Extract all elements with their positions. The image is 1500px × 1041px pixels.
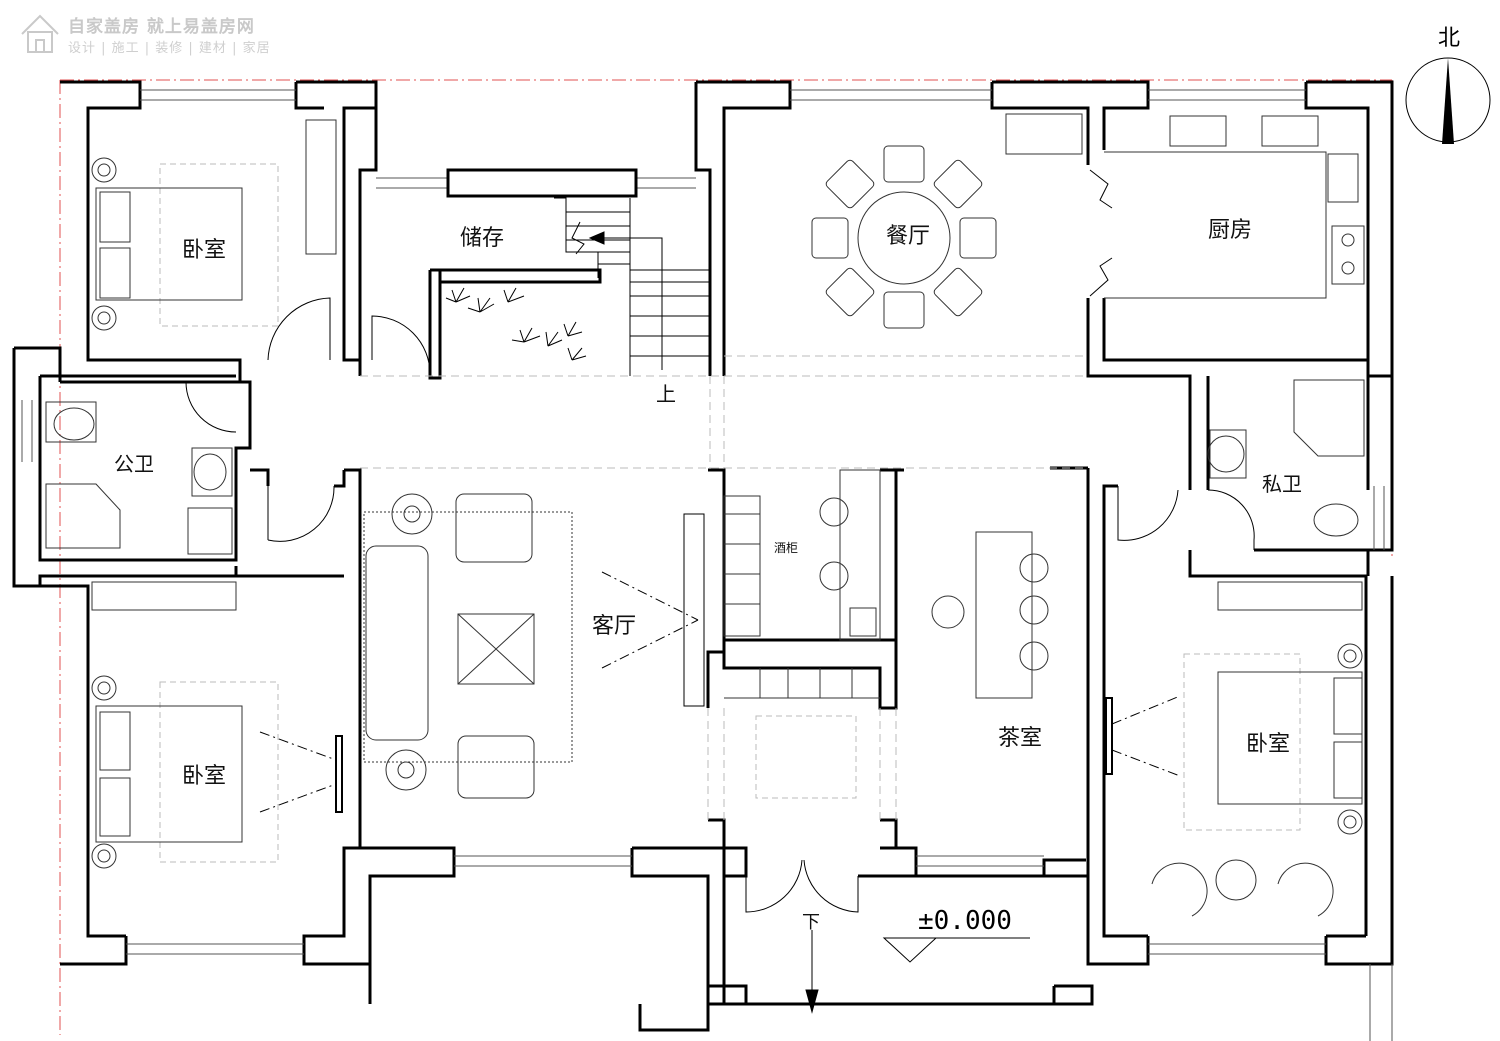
bedroom-se-furniture [1151, 581, 1363, 917]
bedroom-sw-furniture [91, 581, 279, 869]
storage-beam [446, 168, 638, 198]
room-label-bedroom-se: 卧室 [1246, 732, 1291, 757]
room-label-living: 客厅 [592, 614, 637, 639]
room-label-storage: 储存 [460, 226, 505, 251]
room-label-private-bath: 私卫 [1262, 472, 1302, 496]
room-label-public-bath: 公卫 [114, 452, 154, 476]
private-bath-fixtures [1207, 379, 1365, 537]
dining-table [811, 113, 1083, 329]
living-room-furniture [363, 493, 573, 799]
sightlines [259, 571, 1181, 813]
watermark-title: 自家盖房 就上易盖房网 [68, 17, 255, 37]
bedroom-nw-furniture [91, 119, 337, 331]
stair-up-label: 上 [656, 382, 676, 406]
label-wine-cabinet: 酒柜 [774, 541, 799, 555]
tea-table [931, 531, 1049, 699]
room-label-dining: 餐厅 [886, 224, 931, 249]
door-swings [185, 169, 1255, 913]
walls [12, 80, 1394, 1032]
watermark-subtitle: 设计 | 施工 | 装修 | 建材 | 家居 [68, 41, 271, 56]
sliding-doors [335, 513, 1113, 813]
bar-counter [723, 469, 881, 799]
room-label-bedroom-nw: 卧室 [182, 238, 227, 263]
elevation-label: ±0.000 [918, 906, 1012, 936]
entrance [805, 930, 1030, 1014]
stair-down-label: 下 [802, 912, 820, 933]
north-label: 北 [1438, 26, 1461, 51]
room-label-bedroom-sw: 卧室 [182, 764, 227, 789]
public-bath-fixtures [45, 401, 233, 555]
property-boundary [59, 79, 1393, 1035]
windows [21, 89, 1393, 1041]
room-label-kitchen: 厨房 [1208, 218, 1253, 243]
staircase [554, 197, 710, 376]
plants [445, 287, 587, 361]
kitchen-counter [1104, 115, 1365, 299]
dashed-beams [360, 355, 1088, 820]
north-compass-icon [1405, 57, 1491, 144]
room-label-tea-room: 茶室 [998, 726, 1043, 751]
house-logo-icon [21, 14, 59, 53]
